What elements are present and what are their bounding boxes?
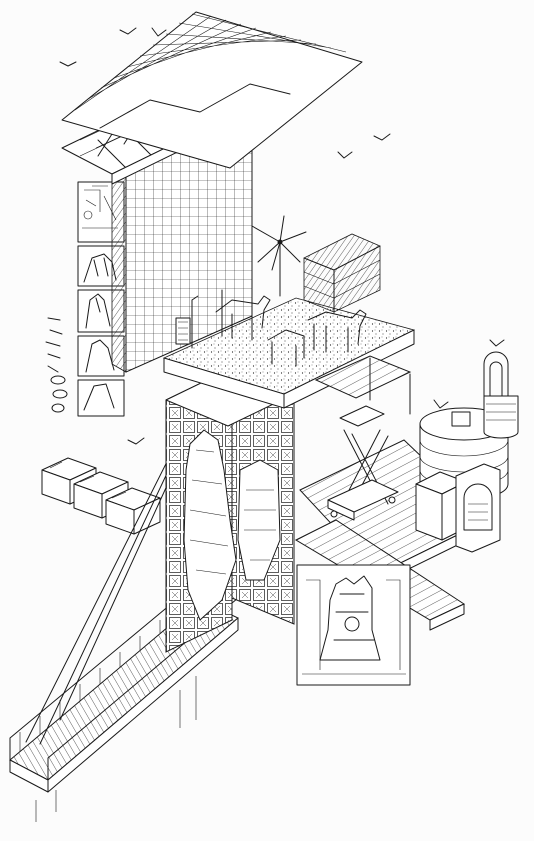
boiler-machine xyxy=(415,463,501,553)
carved-sculpture-relief xyxy=(183,429,281,621)
windmill xyxy=(251,215,307,297)
seagulls xyxy=(59,27,505,445)
horse-figures xyxy=(215,295,367,367)
hand-tools xyxy=(45,317,68,413)
scissor-lift xyxy=(327,405,399,521)
corrugated-roof xyxy=(61,11,363,169)
hay-bale-stack xyxy=(303,233,381,313)
animal-stable-deck xyxy=(162,279,416,415)
inset-detail-panel xyxy=(296,564,411,686)
gridded-tower-facade xyxy=(111,97,253,373)
